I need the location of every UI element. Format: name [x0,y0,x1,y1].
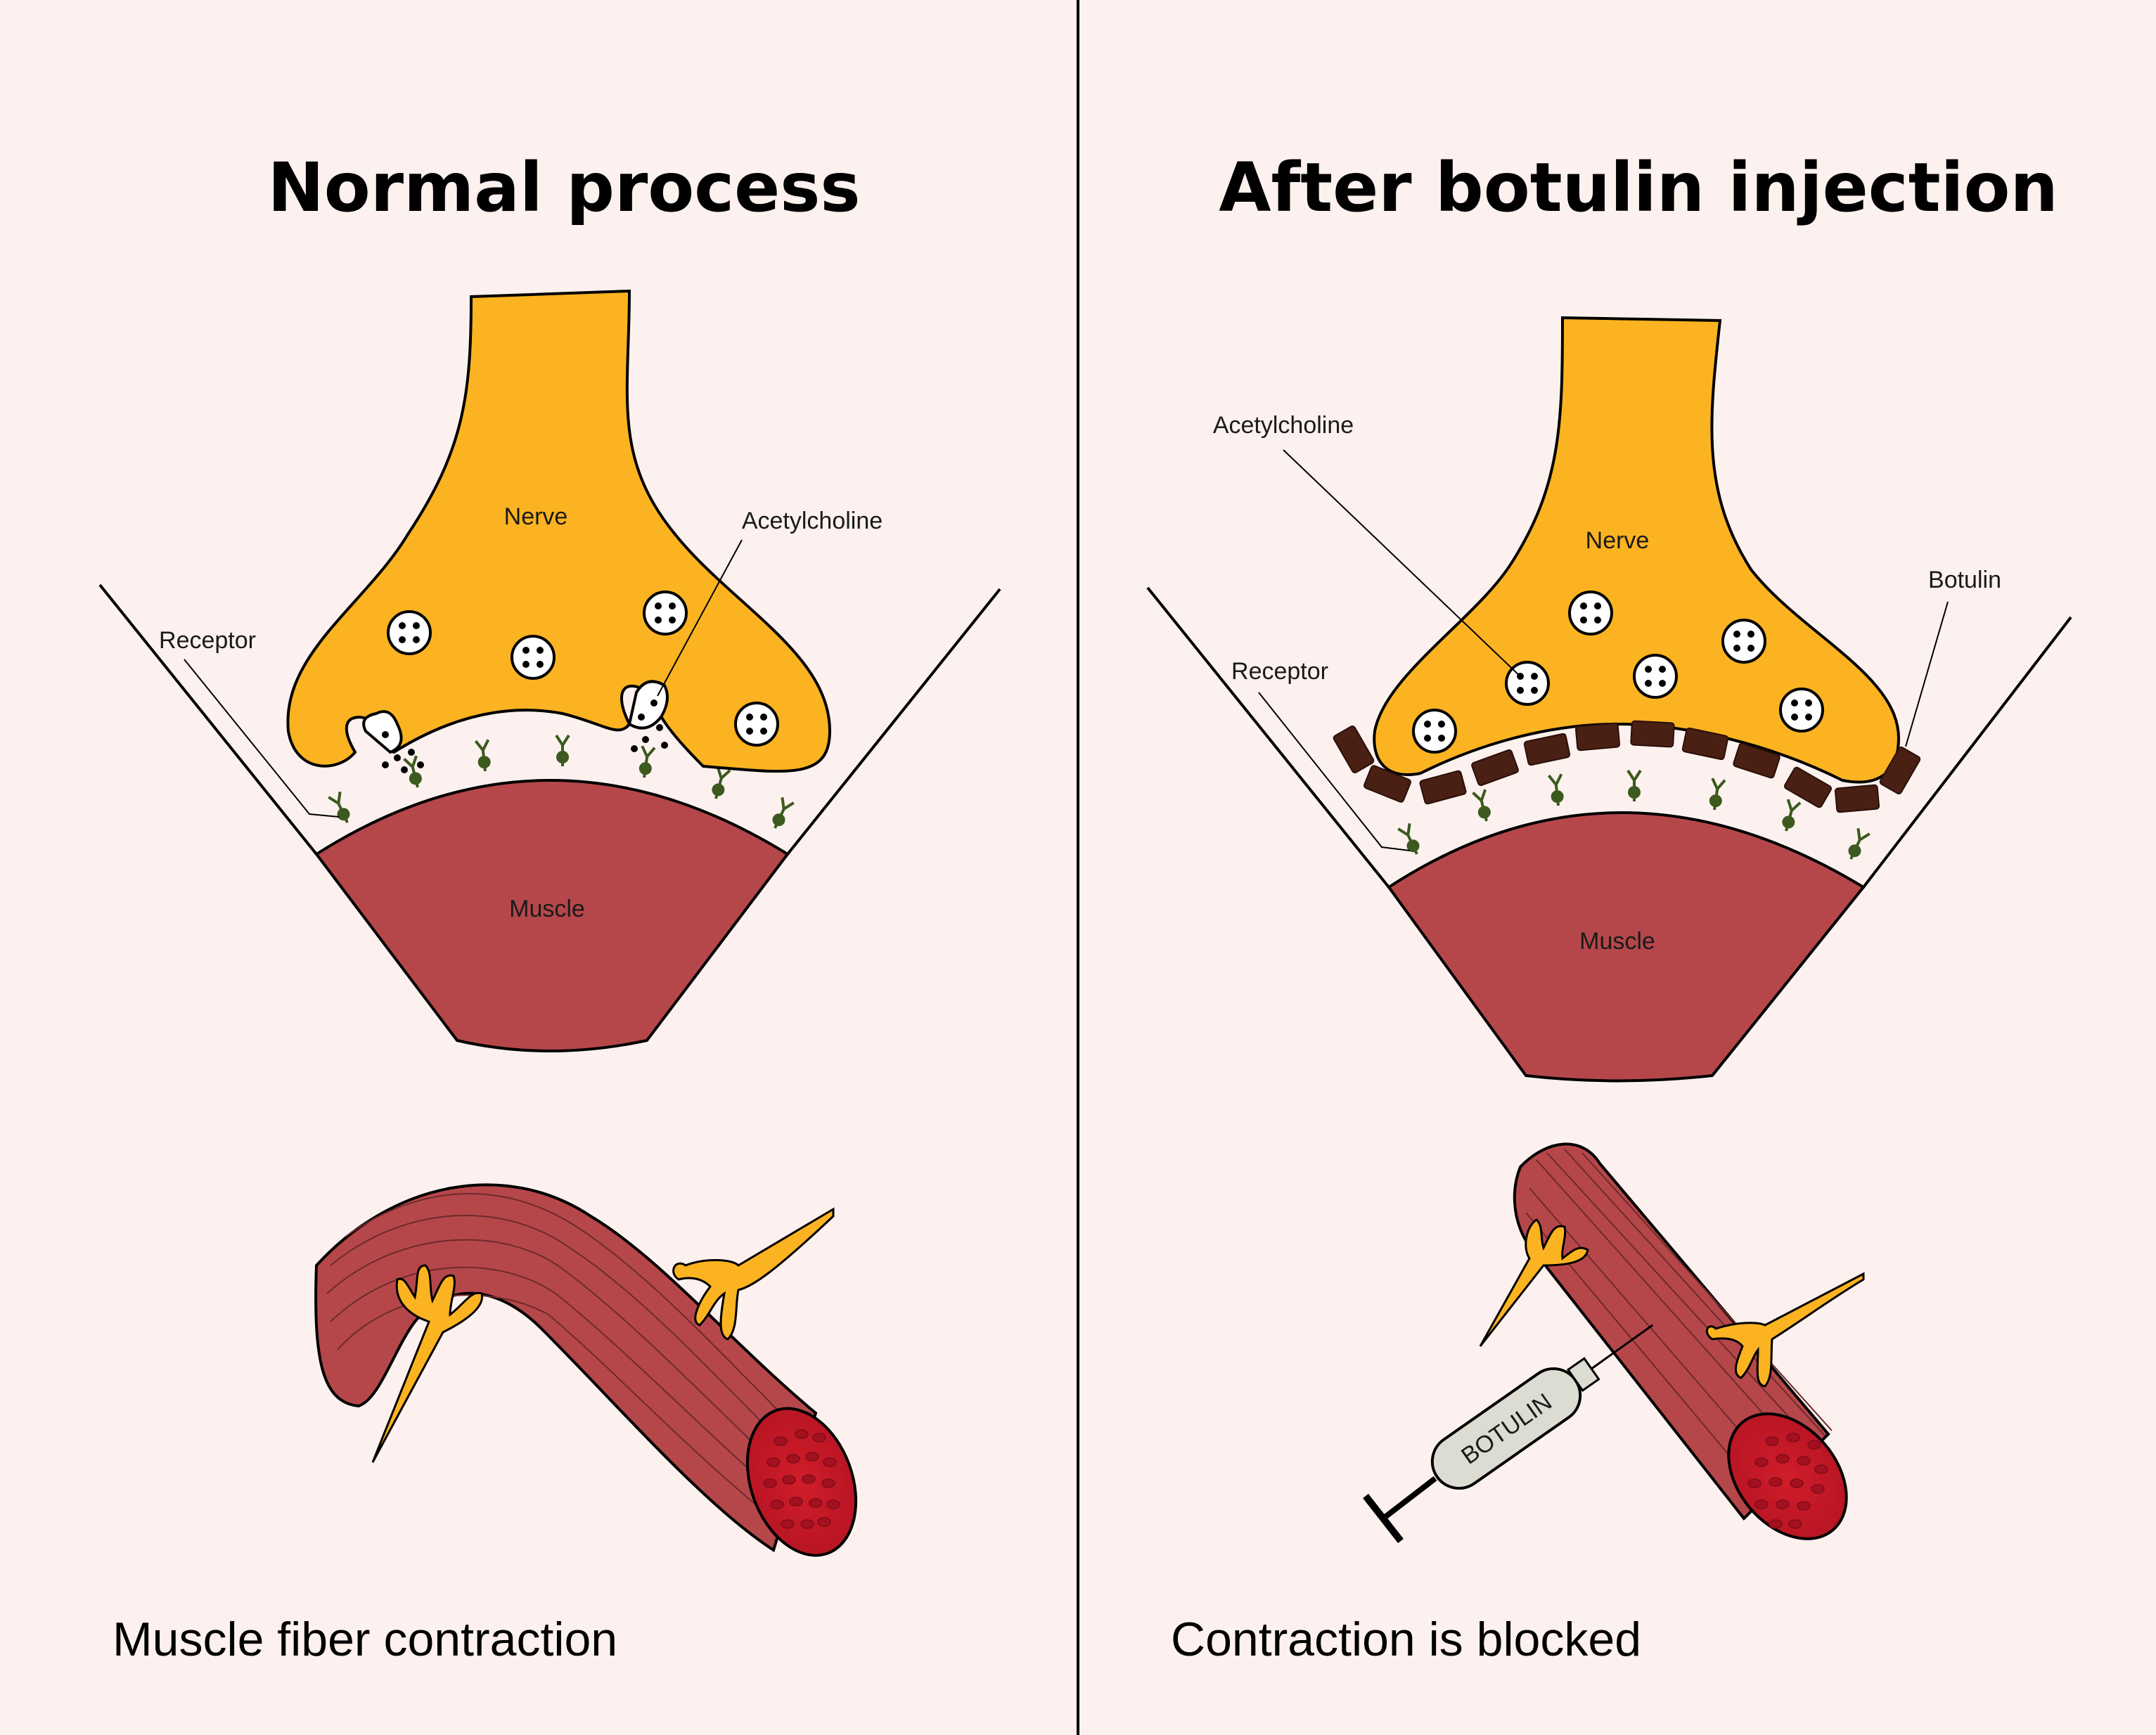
left-acetylcholine-leader [657,539,743,697]
left-muscle-fiber [314,1183,858,1557]
right-acetylcholine-leader [1283,449,1523,679]
syringe: BOTULIN [1363,1324,1653,1544]
left-acetylcholine-release [362,680,669,773]
right-muscle-fiber [1479,1142,1865,1540]
right-botulin-leader [1905,601,1949,747]
right-muscle [1387,811,1866,1083]
right-muscle-label: Muscle [1579,928,1655,955]
right-nerve-label: Nerve [1586,527,1650,554]
right-panel-title: After botulin injection [1219,148,2058,227]
left-synapse-frame [98,583,1001,856]
left-panel: Normal process Muscle Nerve [98,148,1001,1666]
right-receptor-label: Receptor [1231,658,1328,685]
right-acetylcholine-label: Acetylcholine [1213,412,1354,439]
left-muscle [314,779,790,1052]
right-caption: Contraction is blocked [1171,1613,1641,1666]
left-nerve [286,289,832,773]
right-botulin-blocks [1333,720,1921,813]
left-receptor-leader [184,659,340,818]
right-synapse-frame [1146,586,2072,889]
left-acetylcholine-label: Acetylcholine [742,508,883,534]
right-receptor-leader [1258,692,1411,851]
left-panel-title: Normal process [267,148,860,227]
right-panel: After botulin injection Muscle Nerve [1146,148,2072,1666]
left-muscle-label: Muscle [509,896,585,922]
right-botulin-label: Botulin [1928,567,2001,593]
left-receptor-label: Receptor [159,627,256,654]
left-nerve-label: Nerve [504,503,568,530]
left-caption: Muscle fiber contraction [113,1613,617,1666]
